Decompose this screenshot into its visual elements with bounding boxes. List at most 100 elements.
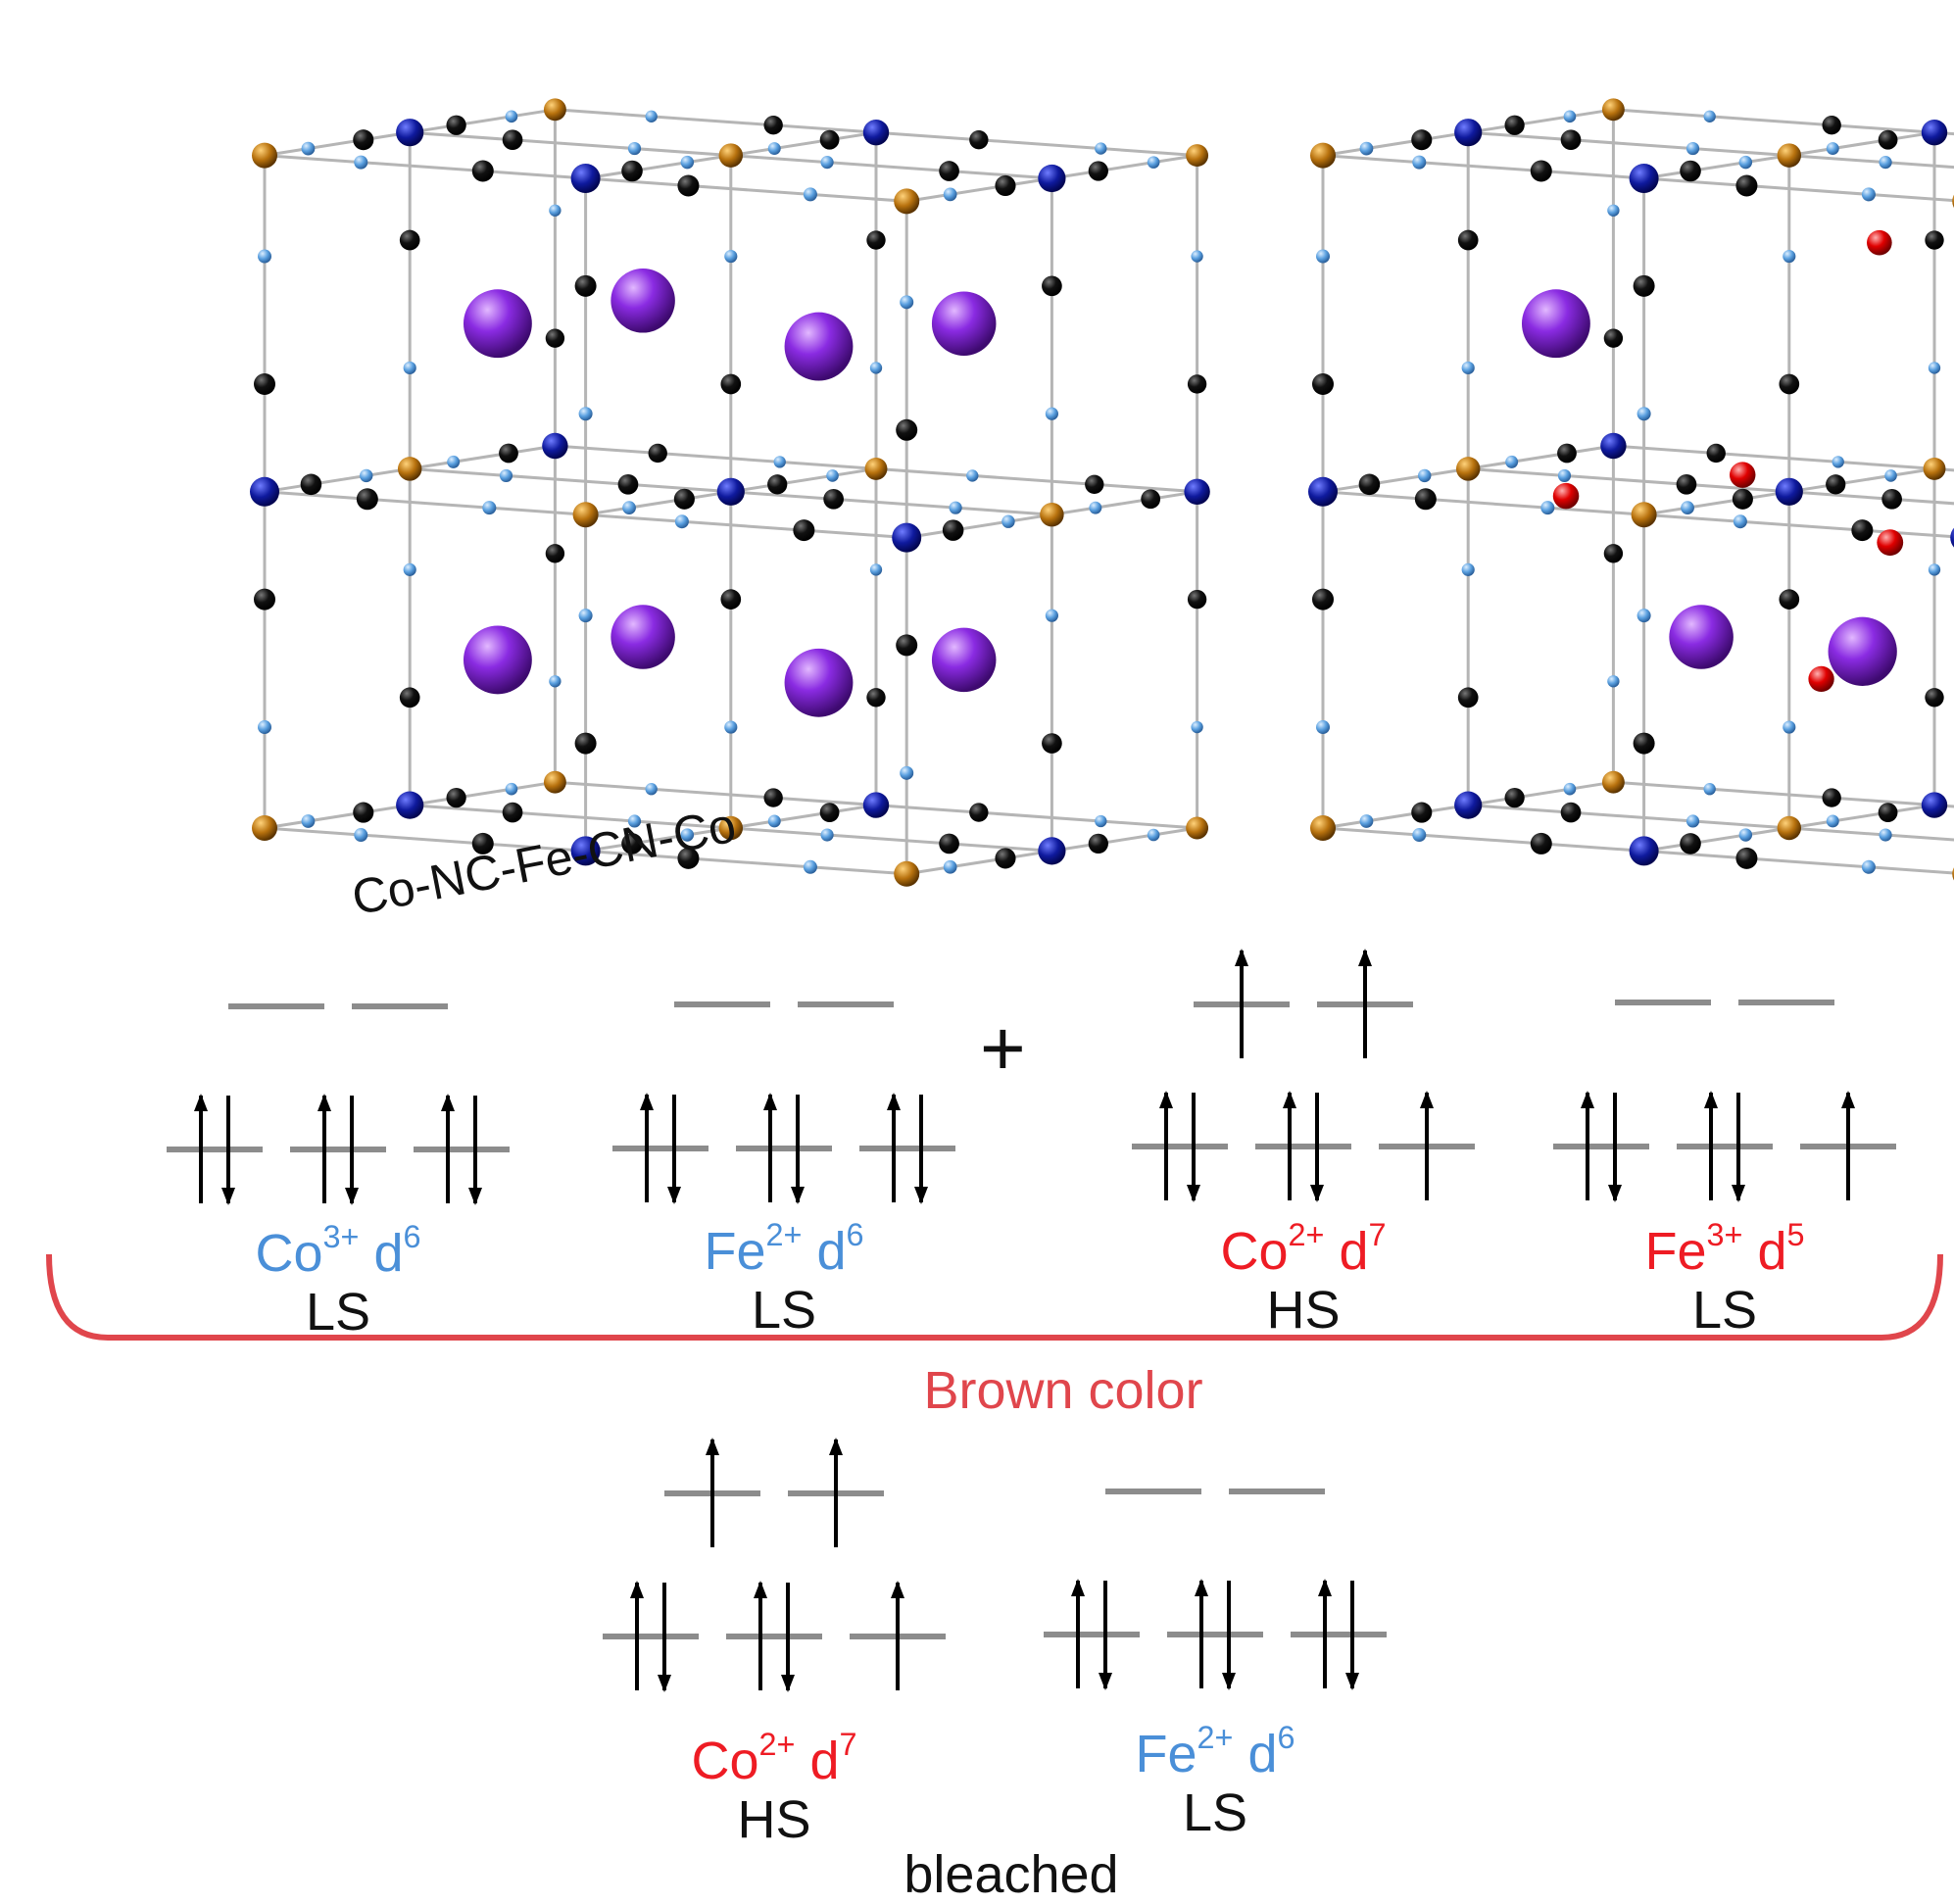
bond-lines	[1321, 108, 1954, 875]
carbon-atom	[1851, 519, 1874, 542]
ion-label-co3: Co3+ d6	[255, 1218, 421, 1283]
nitrogen-atom	[1733, 514, 1747, 529]
spin-up-arrow	[1704, 1091, 1718, 1200]
potassium-atom	[931, 627, 997, 693]
potassium-atom	[1828, 616, 1897, 686]
bond-line	[585, 826, 732, 853]
carbon-atom	[1706, 443, 1726, 464]
spin-up-arrow	[1358, 949, 1372, 1058]
carbon-atom	[767, 474, 788, 495]
cobalt-atom	[1310, 142, 1336, 169]
orbital-level	[1044, 1579, 1140, 1690]
nitrogen-atom	[482, 501, 497, 515]
nitrogen-atom	[900, 295, 914, 310]
bond-line	[585, 849, 907, 876]
bond-line	[1051, 154, 1197, 180]
spin-up-arrow	[1420, 1091, 1434, 1200]
nitrogen-atom	[1861, 859, 1876, 874]
nitrogen-atom	[820, 828, 834, 842]
carbon-atom	[356, 488, 378, 511]
carbon-atom	[1530, 832, 1552, 854]
bond-line	[409, 444, 556, 470]
bond-line	[1788, 154, 1954, 170]
potassium-atom	[1669, 605, 1734, 669]
nitrogen-atom	[1316, 720, 1330, 735]
carbon-atom	[1560, 802, 1582, 823]
iron-atom	[1950, 527, 1954, 548]
carbon-atom	[1411, 802, 1433, 823]
bond-line	[1322, 466, 1469, 494]
carbon-atom	[1680, 833, 1701, 854]
orbital-level	[290, 1094, 386, 1205]
nitrogen-atom	[724, 720, 738, 734]
cobalt-atom	[1455, 457, 1481, 481]
orbital-level	[1167, 1579, 1263, 1690]
nitrogen-atom	[1861, 187, 1876, 202]
carbon-atom	[1141, 489, 1161, 510]
bond-line	[875, 130, 1197, 158]
carbon-atom	[677, 847, 700, 869]
carbon-atom	[574, 274, 597, 297]
nitrogen-atom	[1359, 141, 1374, 156]
bond-line	[905, 176, 1052, 203]
iron-atom	[1921, 792, 1948, 818]
potassium-atom	[463, 625, 532, 695]
carbon-atom	[1633, 732, 1655, 755]
bond-line	[410, 130, 731, 158]
nitrogen-atom	[301, 141, 316, 156]
nitrogen-atom	[1607, 204, 1620, 217]
carbon-atom	[939, 161, 959, 181]
carbon-atom	[1680, 160, 1701, 182]
cobalt-atom	[572, 502, 599, 528]
iron-atom	[862, 120, 890, 146]
bond-line	[264, 466, 411, 494]
carbon-atom	[1925, 688, 1944, 708]
nitrogen-atom	[767, 814, 781, 828]
bond-line	[555, 108, 877, 134]
bond-line	[1322, 154, 1644, 180]
bond-line	[409, 780, 556, 807]
iron-atom	[570, 164, 601, 193]
bond-line	[730, 466, 877, 494]
bond-line	[585, 154, 732, 180]
carbon-atom	[942, 519, 964, 541]
carbon-atom	[1676, 473, 1697, 495]
nitrogen-atom	[680, 828, 695, 842]
spin-down-arrow	[1345, 1581, 1359, 1690]
bond-line	[1788, 804, 1935, 830]
cobalt-atom	[1186, 144, 1209, 168]
carbon-atom	[1878, 129, 1898, 150]
bond-line	[1467, 780, 1614, 807]
bond-line	[585, 176, 907, 203]
orbital-level	[414, 1094, 510, 1205]
nitrogen-atom	[645, 783, 658, 796]
orbital-diagram-fe3	[1553, 1000, 1896, 1202]
prussian-blue-lattice-defective	[1308, 98, 1954, 881]
iron-atom	[396, 119, 424, 147]
nitrogen-atom	[1826, 142, 1839, 156]
carbon-atom	[866, 688, 886, 708]
nitrogen-atom	[680, 155, 695, 170]
carbon-atom	[1187, 374, 1207, 394]
nitrogen-atom	[1045, 609, 1058, 622]
carbon-atom	[1735, 174, 1758, 197]
cobalt-atom	[543, 770, 566, 794]
nitrogen-atom	[505, 782, 518, 796]
bond-line	[585, 490, 732, 516]
spin-down-arrow	[1608, 1093, 1622, 1202]
orbital-level	[167, 1094, 263, 1205]
potassium-atom	[611, 605, 675, 669]
carbon-atom	[1530, 160, 1552, 182]
carbon-atom	[353, 129, 374, 151]
carbon-atom	[1088, 161, 1108, 181]
bond-line	[264, 154, 586, 180]
nitrogen-atom	[354, 828, 368, 843]
carbon-atom	[617, 473, 639, 495]
spin-up-arrow	[706, 1438, 719, 1547]
bond-line	[1643, 826, 1790, 853]
nitrogen-atom	[1563, 782, 1577, 796]
carbon-atom	[574, 732, 597, 755]
ion-label-co2a: Co2+ d7	[1220, 1216, 1387, 1281]
carbon-atom	[353, 802, 374, 823]
cobalt-atom	[1310, 815, 1336, 841]
